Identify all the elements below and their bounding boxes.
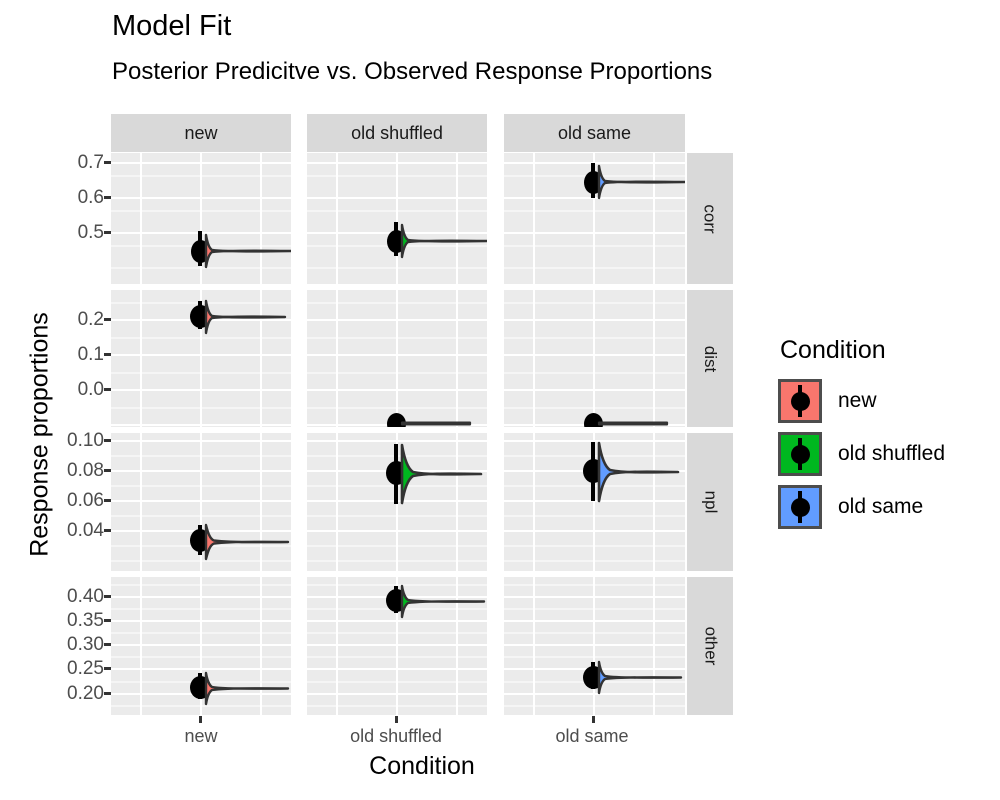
ytick-label-dist-0.0: 0.0 xyxy=(77,379,104,400)
ytick-mark xyxy=(104,196,111,199)
ytick-mark xyxy=(104,692,111,695)
legend-item-new[interactable]: new xyxy=(778,379,945,423)
density-new xyxy=(204,523,291,561)
density-new xyxy=(204,299,289,335)
panel-npl-old-same xyxy=(504,433,685,571)
ytick-label-dist-0.1: 0.1 xyxy=(77,344,104,365)
xtick-label-old-shuffled: old shuffled xyxy=(350,726,442,746)
facet-col-strip-old-same: old same xyxy=(504,114,685,152)
legend-point-icon xyxy=(790,391,810,411)
panel-dist-old-shuffled xyxy=(307,290,487,427)
density-old-shuffled xyxy=(400,223,487,259)
panel-corr-old-same xyxy=(504,153,685,284)
ytick-mark xyxy=(104,595,111,598)
facet-row-strip-corr: corr xyxy=(687,153,733,284)
ytick-label-npl-0.08: 0.08 xyxy=(67,460,104,481)
ytick-mark xyxy=(104,469,111,472)
ytick-mark xyxy=(104,231,111,234)
legend-label: old same xyxy=(838,495,924,518)
density-old-same xyxy=(597,441,682,503)
xtick-mark xyxy=(592,716,595,723)
ytick-label-corr-0.5: 0.5 xyxy=(77,222,104,243)
ytick-mark xyxy=(104,499,111,502)
ytick-label-other-0.35: 0.35 xyxy=(67,610,104,631)
facet-col-label: new xyxy=(184,122,218,143)
facet-row-label: dist xyxy=(701,345,720,372)
ytick-mark xyxy=(104,667,111,670)
facet-row-strip-other: other xyxy=(687,577,733,715)
legend-key-old-shuffled xyxy=(778,432,822,476)
facet-col-strip-old-shuffled: old shuffled xyxy=(307,114,487,152)
facet-row-strip-npl: npl xyxy=(687,433,733,571)
page-title: Model Fit xyxy=(112,10,232,42)
facet-row-label: other xyxy=(701,626,720,666)
ytick-label-corr-0.7: 0.7 xyxy=(77,152,104,173)
x-axis-title: Condition xyxy=(369,752,475,780)
density-old-shuffled xyxy=(400,443,485,505)
ytick-label-corr-0.6: 0.6 xyxy=(77,187,104,208)
ytick-mark xyxy=(104,161,111,164)
ytick-mark xyxy=(104,619,111,622)
ytick-mark xyxy=(104,353,111,356)
ytick-label-npl-0.04: 0.04 xyxy=(67,520,104,541)
density-old-shuffled xyxy=(400,584,487,619)
legend-point-icon xyxy=(790,497,810,517)
density-old-same xyxy=(597,164,685,200)
xtick-mark xyxy=(199,716,202,723)
facet-col-label: old same xyxy=(557,122,632,143)
ytick-label-other-0.25: 0.25 xyxy=(67,658,104,679)
ytick-mark xyxy=(104,529,111,532)
ytick-label-npl-0.10: 0.10 xyxy=(67,430,104,451)
xtick-label-new: new xyxy=(184,726,218,746)
panel-npl-old-shuffled xyxy=(307,433,487,571)
ytick-label-other-0.20: 0.20 xyxy=(67,683,104,704)
xtick-label-old-same: old same xyxy=(555,726,629,746)
panel-dist-new xyxy=(111,290,291,427)
density-old-same xyxy=(597,420,669,427)
ytick-label-dist-0.2: 0.2 xyxy=(77,309,104,330)
ytick-mark xyxy=(104,439,111,442)
facet-col-strip-new: new xyxy=(111,114,291,152)
density-old-same xyxy=(597,660,685,695)
facet-row-label: npl xyxy=(701,490,720,514)
panel-other-old-same xyxy=(504,577,685,715)
panel-corr-new xyxy=(111,153,291,284)
density-new xyxy=(204,233,291,269)
legend-point-icon xyxy=(790,444,810,464)
page-subtitle: Posterior Predicitve vs. Observed Respon… xyxy=(112,58,713,85)
xtick-mark xyxy=(395,716,398,723)
legend-item-old-shuffled[interactable]: old shuffled xyxy=(778,432,945,476)
density-new xyxy=(204,671,291,706)
panel-dist-old-same xyxy=(504,290,685,427)
ytick-mark xyxy=(104,643,111,646)
legend: Condition new old shuffled old same xyxy=(778,336,945,538)
legend-item-old-same[interactable]: old same xyxy=(778,485,945,529)
panel-npl-new xyxy=(111,433,291,571)
ytick-label-other-0.40: 0.40 xyxy=(67,586,104,607)
ytick-label-other-0.30: 0.30 xyxy=(67,634,104,655)
panel-other-old-shuffled xyxy=(307,577,487,715)
ytick-mark xyxy=(104,318,111,321)
panel-other-new xyxy=(111,577,291,715)
legend-label: new xyxy=(838,389,877,412)
legend-key-old-same xyxy=(778,485,822,529)
ytick-label-npl-0.06: 0.06 xyxy=(67,490,104,511)
legend-label: old shuffled xyxy=(838,442,946,465)
facet-row-strip-dist: dist xyxy=(687,290,733,427)
facet-row-label: corr xyxy=(701,203,720,234)
legend-title: Condition xyxy=(780,336,886,364)
density-old-shuffled xyxy=(400,420,472,427)
facet-col-label: old shuffled xyxy=(351,122,443,143)
panel-corr-old-shuffled xyxy=(307,153,487,284)
ytick-mark xyxy=(104,388,111,391)
legend-key-new xyxy=(778,379,822,423)
